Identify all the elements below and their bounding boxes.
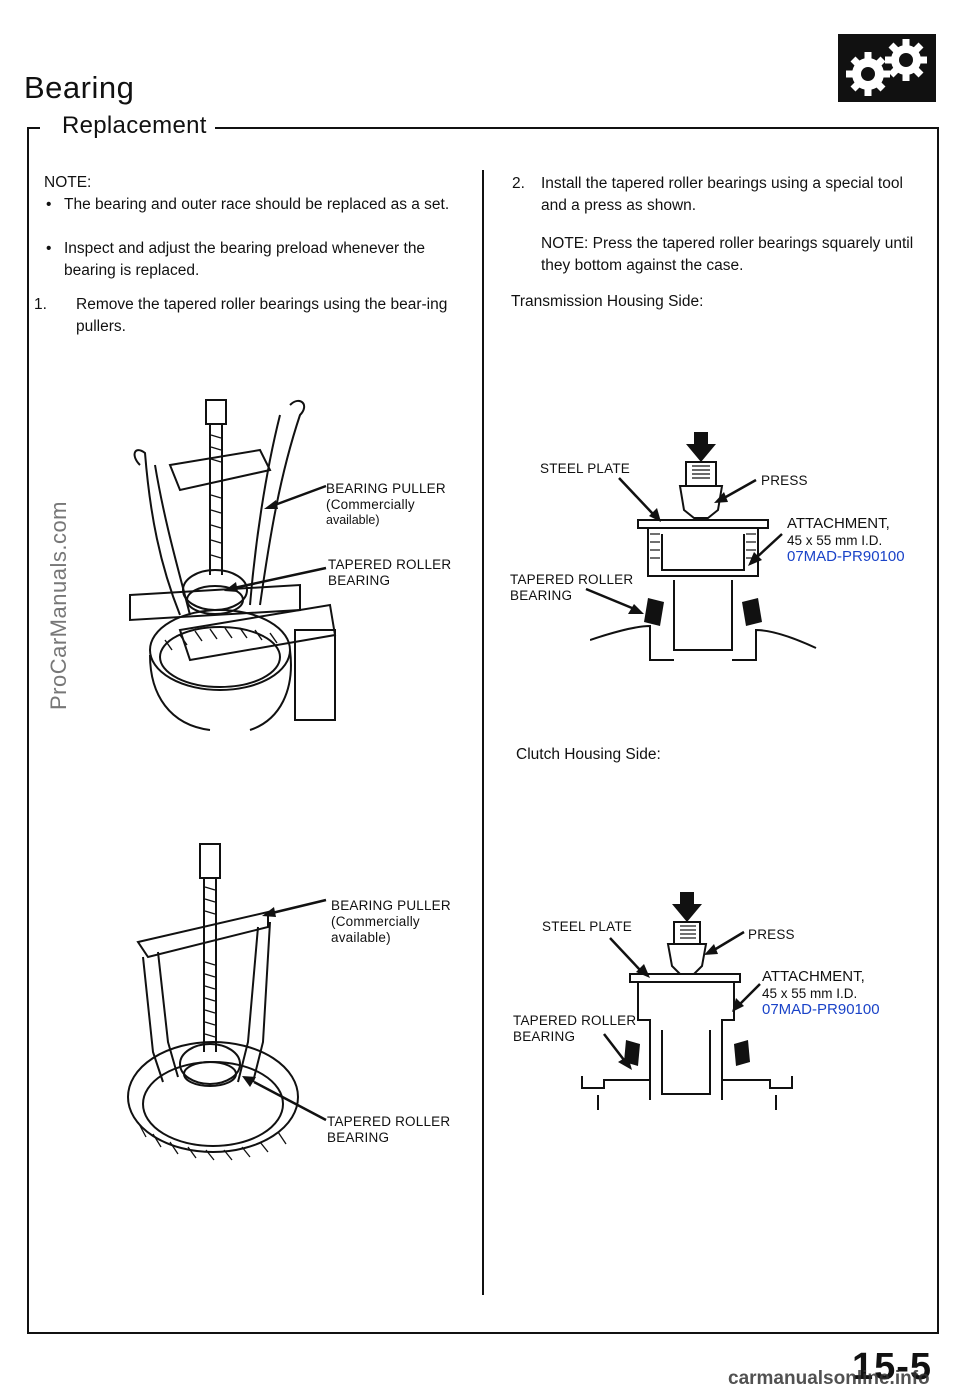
leader-line bbox=[732, 983, 761, 1012]
bearing-label-1a: TAPERED ROLLER bbox=[328, 557, 452, 572]
puller-sub-1b: available) bbox=[326, 513, 380, 527]
press-label-2: PRESS bbox=[748, 927, 795, 942]
page-number: 15-5 bbox=[852, 1346, 933, 1388]
gears-icon bbox=[838, 34, 936, 102]
leader-line bbox=[264, 484, 327, 509]
steel-plate-label-1: STEEL PLATE bbox=[540, 461, 630, 476]
leader-line bbox=[704, 930, 745, 955]
section-title: Replacement bbox=[56, 112, 213, 140]
watermark-text: ProCarManuals.com bbox=[46, 500, 71, 710]
step-1-number: 1. bbox=[34, 296, 47, 313]
press-label-1: PRESS bbox=[761, 473, 808, 488]
attachment-size-1: 45 x 55 mm I.D. bbox=[787, 533, 883, 548]
attachment-part-2: 07MAD-PR90100 bbox=[762, 1001, 880, 1018]
note-label: NOTE: bbox=[44, 174, 92, 191]
transmission-side-heading: Transmission Housing Side: bbox=[511, 293, 704, 310]
leader-line bbox=[609, 937, 650, 978]
page-title: Bearing bbox=[24, 70, 135, 105]
bearing-label-4a: TAPERED ROLLER bbox=[513, 1013, 637, 1028]
note-bullet-1: • The bearing and outer race should be r… bbox=[44, 194, 454, 216]
leader-line bbox=[242, 1076, 327, 1122]
attachment-label-2: ATTACHMENT, bbox=[762, 968, 865, 985]
puller-sub-2b: available) bbox=[331, 930, 391, 945]
section-frame bbox=[27, 127, 939, 1334]
bearing-label-2b: BEARING bbox=[327, 1130, 390, 1145]
leader-line bbox=[262, 898, 327, 917]
bearing-label-4b: BEARING bbox=[513, 1029, 576, 1044]
column-divider bbox=[482, 170, 484, 1295]
attachment-part-1: 07MAD-PR90100 bbox=[787, 548, 905, 565]
bearing-puller-figure-1 bbox=[129, 399, 337, 731]
bearing-label-1b: BEARING bbox=[328, 573, 391, 588]
steel-plate-label-2: STEEL PLATE bbox=[542, 919, 632, 934]
press-figure-2 bbox=[581, 892, 793, 1110]
attachment-size-2: 45 x 55 mm I.D. bbox=[762, 986, 858, 1001]
bearing-label-2a: TAPERED ROLLER bbox=[327, 1114, 451, 1129]
note-bullet-2-text: Inspect and adjust the bearing preload w… bbox=[64, 240, 426, 279]
puller-sub-1a: (Commercially bbox=[326, 497, 415, 512]
puller-label-1: BEARING PULLER bbox=[326, 481, 446, 496]
leader-line bbox=[224, 566, 327, 592]
site-watermark: carmanualsonline.info bbox=[728, 1368, 930, 1389]
leader-line bbox=[603, 1033, 632, 1070]
step-2-number: 2. bbox=[512, 175, 525, 192]
bearing-label-3a: TAPERED ROLLER bbox=[510, 572, 634, 587]
leader-line bbox=[618, 477, 661, 522]
note-bullet-1-text: The bearing and outer race should be rep… bbox=[64, 196, 450, 213]
step-2-note: NOTE: Press the tapered roller bearings … bbox=[541, 235, 914, 274]
clutch-side-heading: Clutch Housing Side: bbox=[516, 746, 661, 763]
step-1-text: Remove the tapered roller bearings using… bbox=[76, 296, 448, 335]
attachment-label-1: ATTACHMENT, bbox=[787, 515, 890, 532]
puller-label-2: BEARING PULLER bbox=[331, 898, 451, 913]
bearing-label-3b: BEARING bbox=[510, 588, 573, 603]
press-figure-1 bbox=[590, 432, 817, 661]
bearing-puller-figure-2 bbox=[127, 843, 299, 1161]
leader-line bbox=[748, 533, 783, 566]
puller-sub-2a: (Commercially bbox=[331, 914, 420, 929]
note-bullet-2: • Inspect and adjust the bearing preload… bbox=[44, 238, 454, 282]
step-2-text: Install the tapered roller bearings usin… bbox=[541, 175, 903, 214]
leader-line bbox=[585, 587, 644, 614]
leader-line bbox=[714, 478, 757, 503]
